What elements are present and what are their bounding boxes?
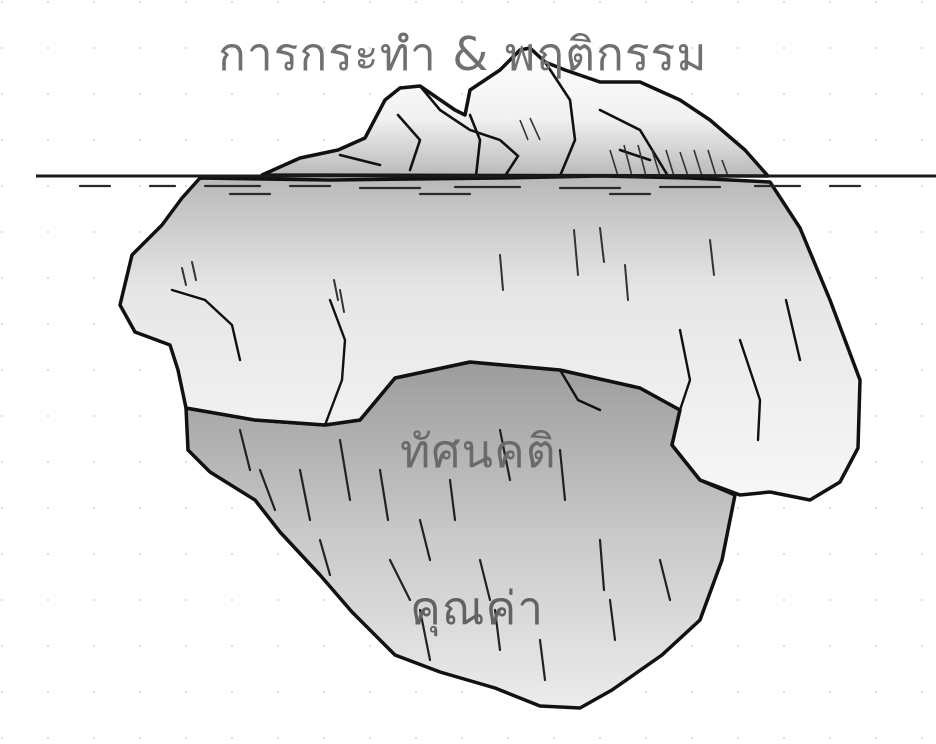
label-attitudes: ทัศนคติ (400, 415, 557, 488)
label-actions-behaviors: การกระทำ & พฤติกรรม (218, 18, 708, 91)
label-values: คุณค่า (410, 572, 544, 645)
